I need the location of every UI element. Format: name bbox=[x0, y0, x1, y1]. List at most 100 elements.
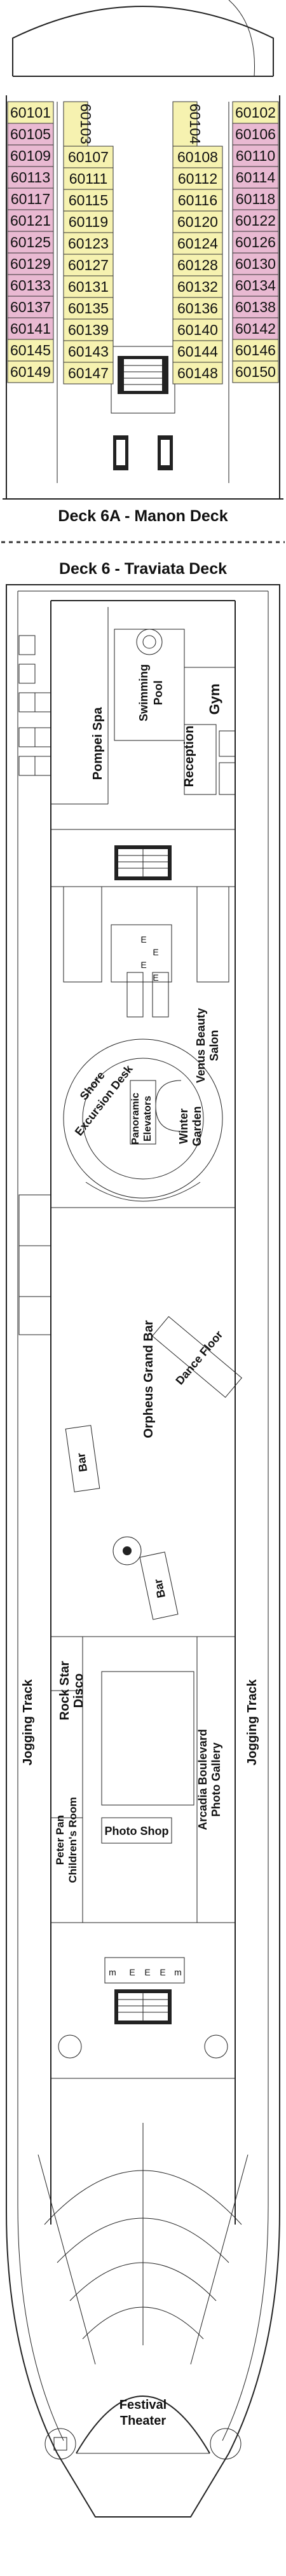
cabin-60150: 60150 bbox=[235, 364, 276, 380]
deck-6-plan: Deck 6 - Traviata Deck bbox=[6, 560, 280, 2518]
cabin-60128-box bbox=[172, 254, 223, 276]
stairs-forward bbox=[114, 845, 172, 880]
label-venus-2: Salon bbox=[208, 1030, 221, 1061]
label-festival-1: Festival bbox=[119, 2398, 167, 2412]
cabin-60106: 60106 bbox=[235, 126, 276, 142]
cabin-60104: 60104 bbox=[187, 104, 203, 144]
cabin-60103: 60103 bbox=[78, 104, 94, 144]
label-orpheus-grand-bar: Orpheus Grand Bar bbox=[142, 1320, 156, 1438]
cabin-60114-box bbox=[232, 166, 279, 189]
cabin-60125: 60125 bbox=[10, 234, 51, 250]
cabin-60149-box bbox=[7, 360, 54, 383]
elevators-forward bbox=[111, 924, 172, 1018]
cabin-60122-box bbox=[232, 209, 279, 232]
cabin-60138-box bbox=[232, 296, 279, 318]
cabin-60134: 60134 bbox=[235, 277, 276, 294]
cabin-60110: 60110 bbox=[236, 147, 275, 164]
cabin-60143: 60143 bbox=[68, 343, 109, 360]
cabin-60124-box bbox=[172, 232, 223, 255]
cabin-60115: 60115 bbox=[69, 192, 108, 208]
cabin-60118-box bbox=[232, 187, 279, 210]
deck-6a-title: Deck 6A - Manon Deck bbox=[58, 507, 228, 525]
cabin-60126-box bbox=[232, 231, 279, 254]
elevator-mark-2: E bbox=[153, 947, 158, 957]
cabin-60135: 60135 bbox=[68, 300, 109, 317]
cabin-60113: 60113 bbox=[11, 169, 50, 186]
cabin-60112-box bbox=[172, 167, 223, 190]
label-bar-2: Bar bbox=[151, 1578, 168, 1599]
label-winter-1: Winter bbox=[177, 1108, 190, 1144]
cabin-60128: 60128 bbox=[177, 257, 218, 273]
cabin-60127: 60127 bbox=[68, 257, 109, 273]
cabin-60121: 60121 bbox=[10, 212, 51, 229]
cabin-60140: 60140 bbox=[177, 322, 218, 338]
cabin-60117: 60117 bbox=[11, 191, 50, 207]
label-arcadia-2: Photo Gallery bbox=[210, 1742, 222, 1816]
cabin-60120-box bbox=[172, 210, 223, 233]
cabin-60126: 60126 bbox=[235, 234, 276, 250]
cabin-60119: 60119 bbox=[69, 214, 108, 230]
stairs-aft bbox=[104, 1957, 185, 2024]
label-gym: Gym bbox=[207, 684, 222, 715]
cabin-60133: 60133 bbox=[10, 277, 51, 294]
cabin-60142: 60142 bbox=[235, 320, 276, 337]
cabin-60123-box bbox=[63, 232, 114, 255]
label-elevators-2: Elevators bbox=[142, 1096, 153, 1141]
cabin-60134-box bbox=[232, 274, 279, 297]
label-festival-2: Theater bbox=[120, 2414, 166, 2428]
cabin-60115-box bbox=[63, 189, 114, 212]
label-winter-2: Garden bbox=[191, 1106, 203, 1146]
cabin-60129-box bbox=[7, 252, 54, 275]
cabin-60129: 60129 bbox=[10, 256, 51, 272]
winter-garden-rotunda bbox=[63, 1039, 223, 1202]
cabin-60118: 60118 bbox=[236, 191, 275, 207]
cabin-60114: 60114 bbox=[236, 169, 275, 186]
forward-service-rooms bbox=[18, 635, 51, 776]
cabin-60124: 60124 bbox=[177, 235, 218, 252]
deck-6-title: Deck 6 - Traviata Deck bbox=[59, 560, 227, 578]
elevator-mark-7: E bbox=[160, 1967, 165, 1977]
cabin-60141: 60141 bbox=[10, 320, 51, 337]
elevator-mark-5: E bbox=[129, 1967, 135, 1977]
cabin-60102-box bbox=[232, 101, 279, 124]
cabin-60112: 60112 bbox=[178, 170, 217, 187]
label-pool-1: Swimming bbox=[137, 664, 150, 721]
festival-theater-seating bbox=[37, 2123, 249, 2454]
cabin-60138: 60138 bbox=[235, 299, 276, 315]
cabin-60149: 60149 bbox=[10, 364, 51, 380]
cabin-60117-box bbox=[7, 187, 54, 210]
cabin-60147-box bbox=[63, 362, 114, 385]
cabin-60106-box bbox=[232, 123, 279, 146]
cabin-60132: 60132 bbox=[177, 278, 218, 295]
elevator-mark-4: E bbox=[153, 972, 158, 983]
cabin-60111: 60111 bbox=[69, 170, 108, 187]
cabin-60101: 60101 bbox=[10, 104, 51, 121]
cabin-60103-box bbox=[63, 101, 88, 147]
cabin-60131-box bbox=[63, 275, 114, 298]
cabin-60123: 60123 bbox=[68, 235, 109, 252]
cabin-60143-box bbox=[63, 340, 114, 363]
label-photo-shop: Photo Shop bbox=[105, 1825, 169, 1837]
cabin-60132-box bbox=[172, 275, 223, 298]
cabin-60147: 60147 bbox=[68, 365, 109, 381]
cabin-60140-box bbox=[172, 318, 223, 341]
cabin-60148: 60148 bbox=[177, 365, 218, 381]
cabin-60133-box bbox=[7, 274, 54, 297]
elevator-mark-3: E bbox=[140, 960, 146, 970]
label-arcadia-1: Arcadia Boulevard bbox=[196, 1729, 209, 1830]
cabin-60109-box bbox=[7, 144, 54, 167]
label-jogging-right: Jogging Track bbox=[245, 1679, 259, 1765]
cabin-60130: 60130 bbox=[235, 256, 276, 272]
label-elevators-1: Panoramic bbox=[130, 1093, 141, 1145]
label-peterpan-2: Children's Room bbox=[67, 1797, 79, 1883]
cabin-60144: 60144 bbox=[177, 343, 218, 360]
cabin-60107-box bbox=[63, 146, 114, 168]
cabin-60137: 60137 bbox=[10, 299, 51, 315]
cabin-60139: 60139 bbox=[68, 322, 109, 338]
cabin-60141-box bbox=[7, 317, 54, 340]
cabin-60146-box bbox=[232, 339, 279, 362]
deck-6a-cabins: 6010160105601096011360117601216012560129… bbox=[7, 101, 279, 385]
cabin-60146: 60146 bbox=[235, 342, 276, 358]
cabin-60113-box bbox=[7, 166, 54, 189]
